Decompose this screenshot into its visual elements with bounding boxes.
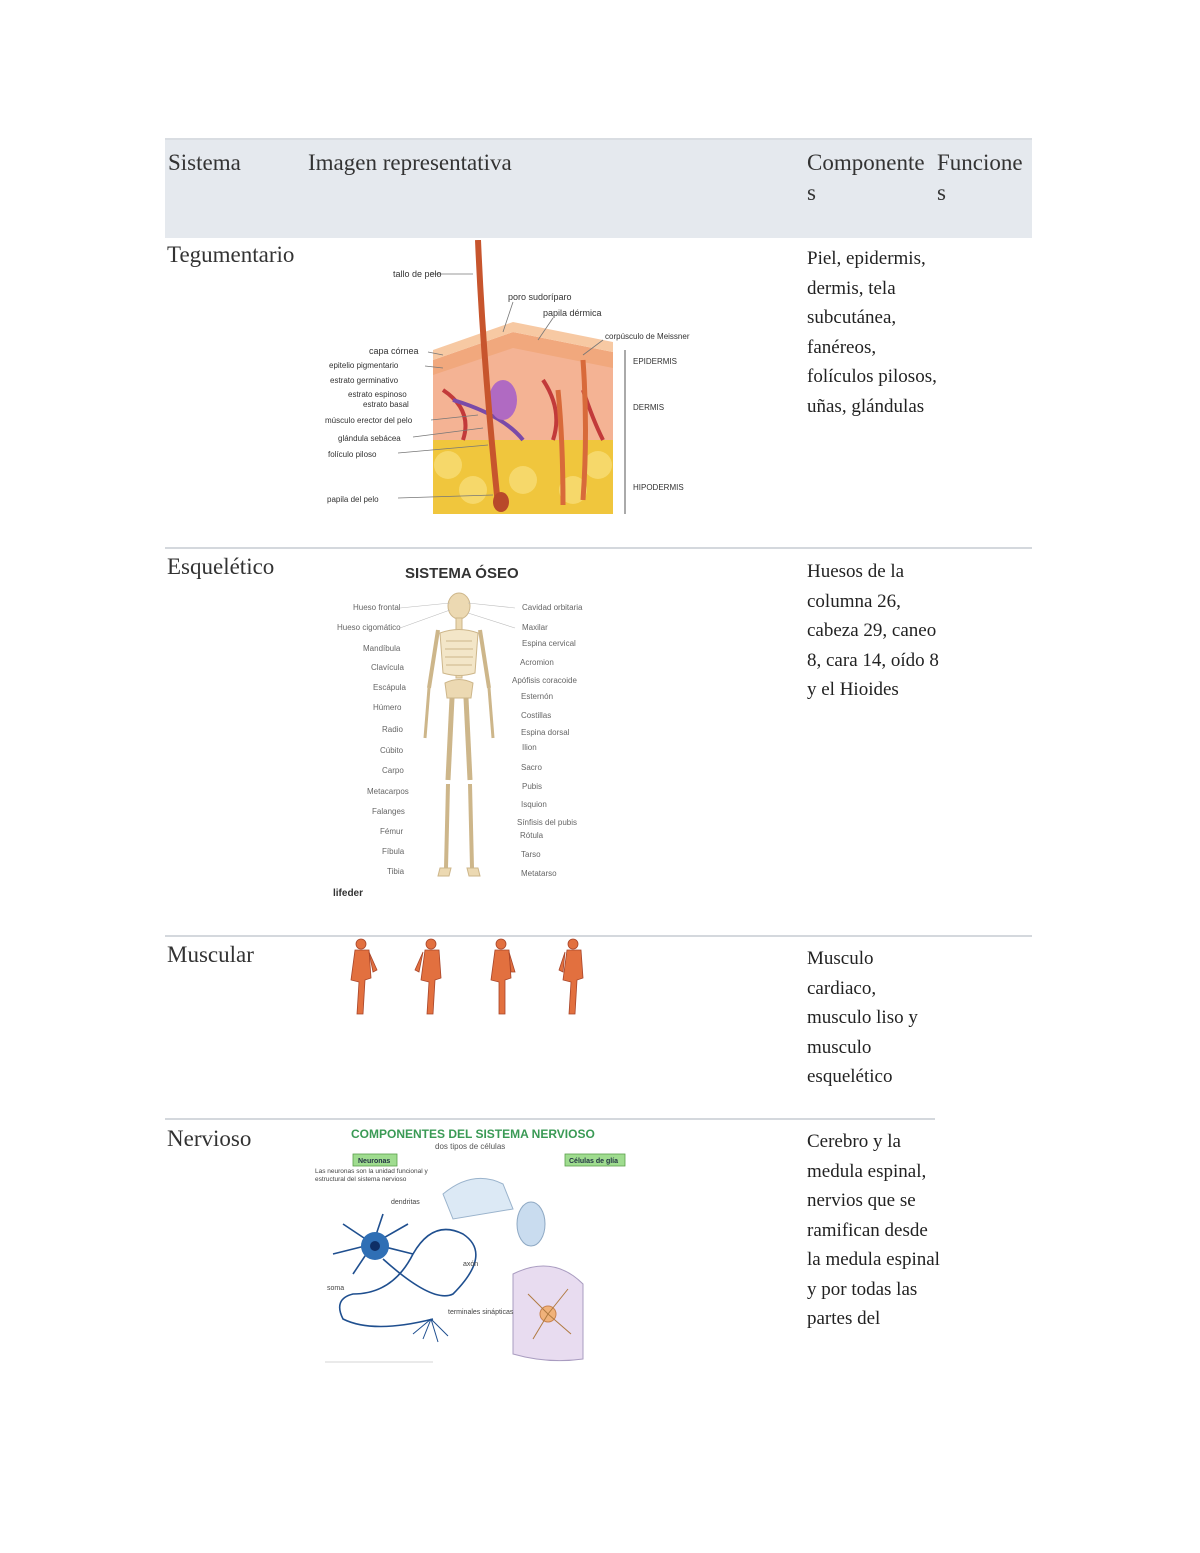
row-components-esqueletico: Huesos de la columna 26, cabeza 29, cane… (807, 561, 939, 700)
bone-label: Fémur (380, 827, 403, 836)
row-system-nervioso: Nervioso (167, 1126, 252, 1151)
nervous-system-diagram: COMPONENTES DEL SISTEMA NERVIOSO dos tip… (315, 1127, 626, 1363)
bone-label: Radio (382, 725, 403, 734)
row-divider (165, 1118, 935, 1120)
label-papila-pelo: papila del pelo (327, 495, 379, 504)
label-germinativo: estrato germinativo (330, 376, 399, 385)
label-espinoso: estrato espinoso (348, 390, 407, 399)
label-hipodermis: HIPODERMIS (633, 483, 684, 492)
label-capa-cornea: capa córnea (369, 346, 419, 356)
table-header: Sistema Imagen representativa Componente… (165, 138, 1032, 238)
bone-label: Metatarso (521, 869, 557, 878)
bone-label: Carpo (382, 766, 404, 775)
label-dermis: DERMIS (633, 403, 664, 412)
bone-label: Hueso cigomático (337, 623, 401, 632)
bone-label: Mandíbula (363, 644, 401, 653)
muscle-figures (350, 938, 584, 1015)
epidermis-layer (433, 332, 613, 375)
muscle-figure (350, 938, 584, 1015)
bone-label: Sínfisis del pubis (517, 818, 577, 827)
label-epitelio: epitelio pigmentario (329, 361, 399, 370)
label-foliculo: folículo piloso (328, 450, 377, 459)
credit-logo: lifeder (333, 888, 363, 899)
bone-label: Húmero (373, 703, 402, 712)
neuron-definition: Las neuronas son la unidad funcional y e… (315, 1168, 428, 1183)
row-system-muscular: Muscular (167, 942, 254, 967)
label-soma: soma (327, 1285, 344, 1292)
nervous-title: COMPONENTES DEL SISTEMA NERVIOSO (351, 1127, 595, 1141)
bone-label: Isquion (521, 800, 547, 809)
label-papila-dermica: papila dérmica (543, 308, 602, 318)
bone-label: Clavícula (371, 663, 404, 672)
skull (447, 592, 471, 620)
bone-label: Ilion (522, 743, 537, 752)
row-components-nervioso: Cerebro y la medula espinal, nervios que… (807, 1131, 940, 1329)
row-divider (165, 547, 1032, 549)
row-system-esqueletico: Esquelético (167, 554, 275, 579)
header-funciones: Funcione s (937, 150, 1023, 205)
bone-label: Hueso frontal (353, 603, 401, 612)
nervous-subtitle: dos tipos de células (435, 1142, 505, 1151)
label-tallo: tallo de pelo (393, 269, 442, 279)
bone-label: Acromion (520, 658, 554, 667)
bone-label: Cavidad orbitaria (522, 603, 583, 612)
label-sebacea: glándula sebácea (338, 434, 401, 443)
label-poro: poro sudoríparo (508, 292, 572, 302)
bone-label: Tibia (387, 867, 405, 876)
label-meissner: corpúsculo de Meissner (605, 332, 690, 341)
row-components-muscular: Musculo cardiaco, musculo liso y musculo… (807, 948, 918, 1087)
bone-label: Escápula (373, 683, 406, 692)
bone-label: Esternón (521, 692, 553, 701)
skeleton-diagram: SISTEMA ÓSEO Hueso frontal Hueso cigomát… (333, 564, 583, 899)
skin-diagram: tallo de pelo poro sudoríparo papila dér… (325, 240, 690, 514)
bone-label: Metacarpos (367, 787, 409, 796)
skeleton-title: SISTEMA ÓSEO (405, 564, 519, 582)
header-sistema: Sistema (168, 150, 241, 175)
bone-label: Costillas (521, 711, 551, 720)
bone-label: Rótula (520, 831, 544, 840)
bone-label: Maxilar (522, 623, 548, 632)
bone-label: Falanges (372, 807, 405, 816)
bone-label: Sacro (521, 763, 542, 772)
box-glia: Células de glía (569, 1158, 618, 1165)
bone-label: Espina cervical (522, 639, 576, 648)
label-axon: axón (463, 1261, 478, 1268)
row-divider (165, 935, 1032, 937)
bone-label: Cúbito (380, 746, 404, 755)
bone-label: Fíbula (382, 847, 405, 856)
bone-label: Tarso (521, 850, 541, 859)
row-components-tegumentario: Piel, epidermis, dermis, tela subcutánea… (807, 248, 937, 417)
label-basal: estrato basal (363, 400, 409, 409)
bone-label: Espina dorsal (521, 728, 570, 737)
hair-shaft (475, 240, 501, 506)
bone-label: Apófisis coracoide (512, 676, 577, 685)
row-system-tegumentario: Tegumentario (167, 242, 295, 267)
box-neuronas: Neuronas (358, 1158, 390, 1165)
header-imagen: Imagen representativa (308, 150, 512, 175)
label-epidermis: EPIDERMIS (633, 357, 677, 366)
label-dendritas: dendritas (391, 1199, 420, 1206)
header-componentes: Componente s (807, 150, 925, 205)
label-erector: músculo erector del pelo (325, 416, 413, 425)
label-terminales: terminales sinápticas (448, 1309, 514, 1316)
dermis-layer (433, 345, 613, 440)
bone-label: Pubis (522, 782, 542, 791)
